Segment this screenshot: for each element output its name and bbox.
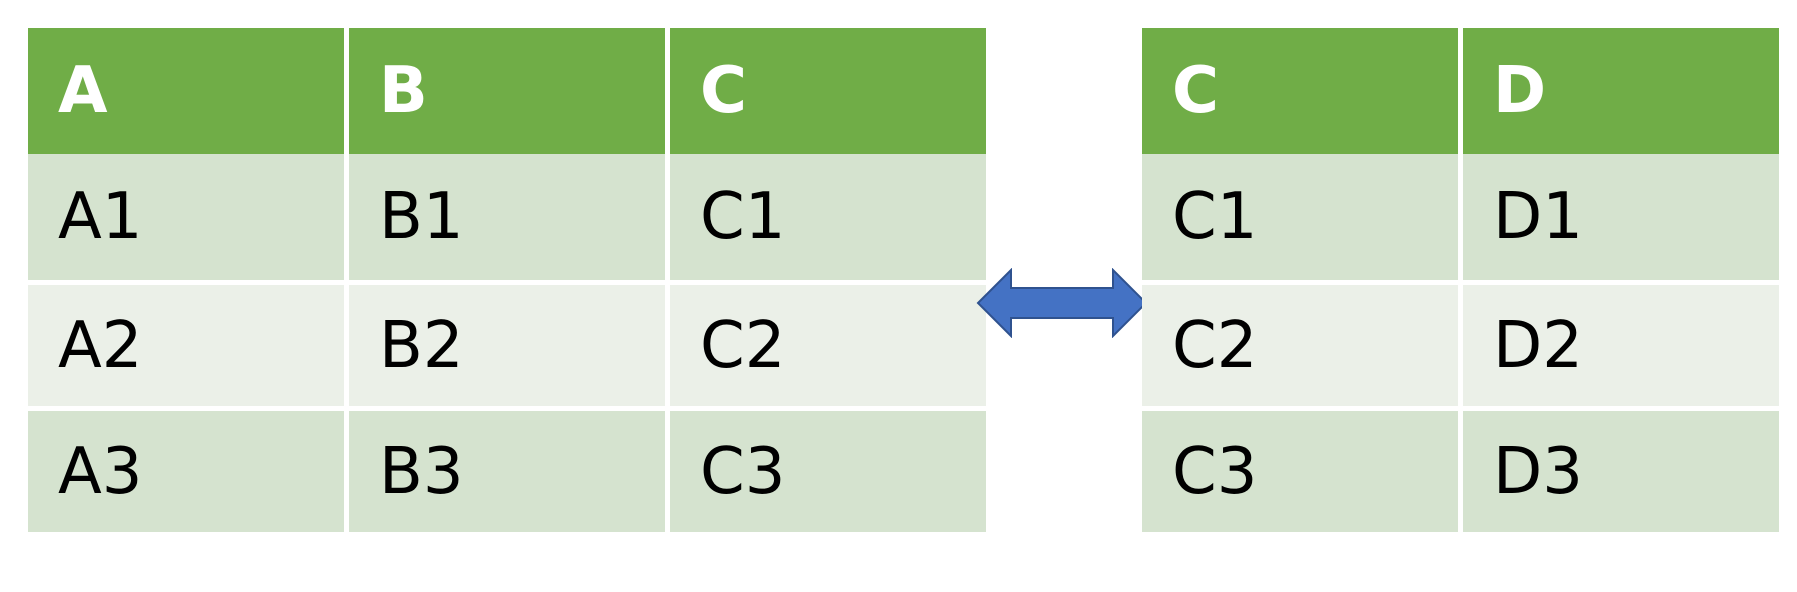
left-cell-r1-c1: A1 [28,154,344,280]
left-table: A B C A1 B1 C1 A2 B2 C2 A3 B3 C3 [28,28,986,532]
right-cell-r1-c1: C1 [1142,154,1458,280]
left-cell-r2-c2: B2 [349,280,665,406]
right-cell-r2-c2: D2 [1463,280,1779,406]
right-cell-r2-c1: C2 [1142,280,1458,406]
double-headed-arrow-icon [976,268,1148,338]
right-header-d: D [1463,28,1779,154]
left-cell-r2-c1: A2 [28,280,344,406]
right-table: C D C1 D1 C2 D2 C3 D3 [1142,28,1779,532]
left-header-a: A [28,28,344,154]
left-cell-r1-c2: B1 [349,154,665,280]
right-header-c: C [1142,28,1458,154]
left-cell-r3-c2: B3 [349,406,665,532]
arrow-shape [976,268,1148,338]
right-cell-r3-c2: D3 [1463,406,1779,532]
left-header-b: B [349,28,665,154]
left-cell-r3-c3: C3 [670,406,986,532]
left-header-c: C [670,28,986,154]
left-cell-r3-c1: A3 [28,406,344,532]
left-cell-r2-c3: C2 [670,280,986,406]
right-cell-r1-c2: D1 [1463,154,1779,280]
right-cell-r3-c1: C3 [1142,406,1458,532]
left-cell-r1-c3: C1 [670,154,986,280]
